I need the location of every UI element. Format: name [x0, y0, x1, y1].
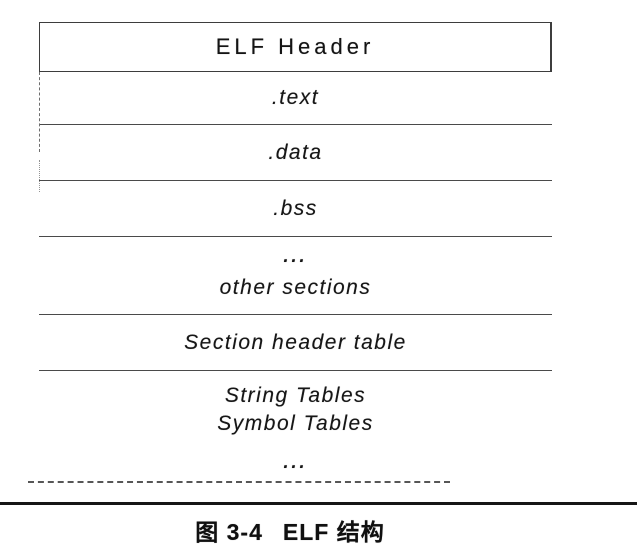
- diagram-dashed-bottom-line: [28, 481, 450, 483]
- section-row-data: .data: [39, 125, 552, 181]
- section-text-label: .text: [271, 86, 320, 109]
- left-dotted-border-artifact: [39, 160, 40, 192]
- section-bss-label: .bss: [273, 196, 318, 220]
- section-row-section-header-table: Section header table: [39, 315, 552, 371]
- left-dashed-border-artifact: [39, 72, 40, 152]
- string-tables-label: String Tables: [224, 384, 367, 407]
- section-row-bss: .bss: [39, 181, 552, 237]
- elf-structure-diagram: ELF Header .text .data .bss ... other se…: [39, 22, 552, 483]
- figure-number: 图 3-4: [195, 519, 263, 545]
- section-row-text: .text: [39, 72, 552, 125]
- section-other-sections-label: other sections: [219, 276, 372, 299]
- symbol-tables-label: Symbol Tables: [217, 412, 374, 435]
- section-row-tables: String Tables Symbol Tables ...: [39, 371, 552, 483]
- ellipsis-label: ...: [283, 452, 308, 472]
- elf-header-label: ELF Header: [215, 34, 375, 59]
- section-row-other-sections: ... other sections: [39, 237, 552, 315]
- figure-caption: 图 3-4 ELF 结构: [0, 513, 580, 547]
- ellipsis-label: ...: [283, 246, 308, 266]
- section-data-label: .data: [268, 140, 323, 164]
- section-header-table-label: Section header table: [184, 330, 407, 354]
- elf-header-box: ELF Header: [39, 22, 552, 72]
- figure-title: ELF 结构: [282, 519, 385, 545]
- page-divider-rule: [0, 502, 637, 505]
